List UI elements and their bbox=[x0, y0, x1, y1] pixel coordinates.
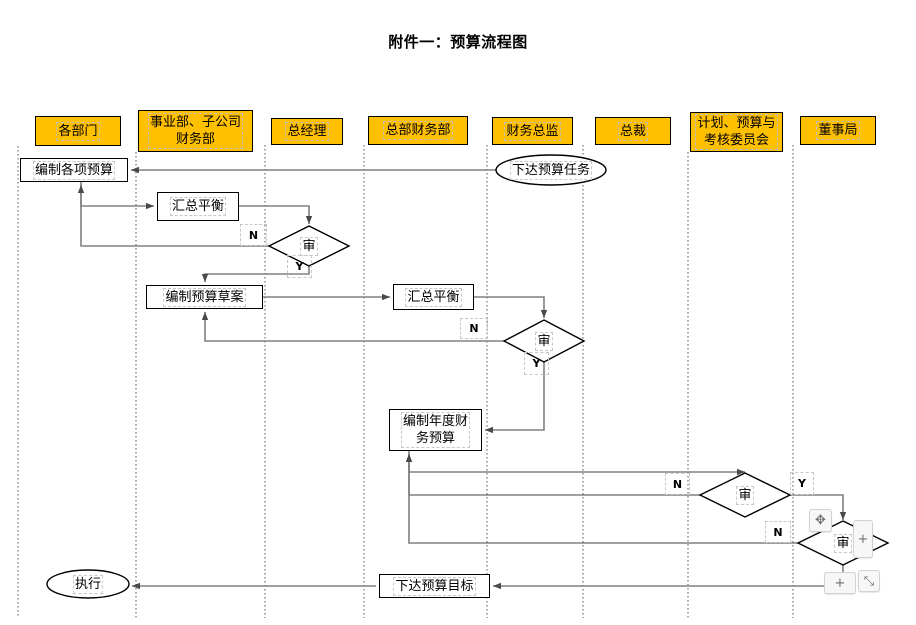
edge-review2-N-feedback bbox=[201, 312, 504, 342]
edge-review1-Y-to-draft bbox=[201, 266, 310, 282]
edge-layer bbox=[77, 166, 847, 590]
node-review-1[interactable] bbox=[267, 225, 351, 267]
add-handle-bottom[interactable]: + bbox=[824, 572, 856, 594]
node-label-draft-budget[interactable]: 编制预算草案 bbox=[146, 285, 263, 309]
node-label-issue-budget-task: 下达预算任务 bbox=[496, 155, 606, 185]
lane-header-7[interactable]: 计划、预算与 考核委员会 bbox=[690, 112, 783, 152]
lane-header-label: 各部门 bbox=[56, 121, 100, 141]
node-text: 编制预算草案 bbox=[163, 287, 246, 307]
branch-label-y-2: Y bbox=[287, 255, 312, 278]
node-label-review-3: 审 bbox=[700, 473, 790, 517]
lane-header-5[interactable]: 财务总监 bbox=[492, 117, 573, 145]
node-execute[interactable] bbox=[46, 569, 130, 599]
lane-header-label: 总裁 bbox=[617, 121, 648, 141]
node-text: 下达预算目标 bbox=[393, 576, 476, 596]
node-text: 审 bbox=[300, 236, 318, 256]
page-title: 附件一：预算流程图 bbox=[388, 33, 528, 51]
lane-header-8[interactable]: 董事局 bbox=[800, 116, 876, 145]
lane-header-6[interactable]: 总裁 bbox=[595, 117, 671, 145]
node-text: 下达预算任务 bbox=[509, 160, 592, 180]
lane-header-4[interactable]: 总部财务部 bbox=[368, 116, 468, 145]
node-label-annual-financial-budget[interactable]: 编制年度财 务预算 bbox=[389, 409, 482, 451]
branch-label-y-4: Y bbox=[524, 352, 549, 375]
branch-label-n-5: N bbox=[665, 473, 690, 495]
lane-header-2[interactable]: 事业部、子公司 财务部 bbox=[138, 110, 253, 152]
resize-handle[interactable]: ⤡ bbox=[858, 570, 880, 592]
edge-review1-N-feedback bbox=[77, 185, 269, 247]
node-text: 汇总平衡 bbox=[405, 287, 462, 307]
lane-dividers bbox=[17, 145, 794, 618]
node-text: 审 bbox=[834, 533, 852, 553]
lane-header-3[interactable]: 总经理 bbox=[271, 118, 343, 145]
lane-header-label: 计划、预算与 考核委员会 bbox=[695, 114, 778, 150]
lane-header-label: 事业部、子公司 财务部 bbox=[147, 113, 243, 149]
node-review-2[interactable] bbox=[502, 319, 586, 363]
node-text: 执行 bbox=[72, 574, 103, 594]
edge-review2-Y-to-annual bbox=[485, 362, 545, 434]
lane-header-1[interactable]: 各部门 bbox=[35, 116, 121, 146]
node-text: 汇总平衡 bbox=[169, 197, 226, 216]
lane-header-label: 财务总监 bbox=[504, 121, 561, 141]
move-handle[interactable]: ✥ bbox=[809, 509, 832, 532]
edge-review3-N-feedback bbox=[405, 454, 700, 496]
node-text: 编制各项预算 bbox=[32, 160, 115, 180]
node-label-execute: 执行 bbox=[47, 570, 129, 598]
branch-label-n-3: N bbox=[460, 318, 488, 339]
node-label-review-2: 审 bbox=[504, 320, 584, 362]
node-label-consolidate-1[interactable]: 汇总平衡 bbox=[157, 192, 239, 221]
shape-layer bbox=[46, 154, 890, 599]
node-text: 编制年度财 务预算 bbox=[400, 412, 470, 448]
branch-label-y-6: Y bbox=[790, 472, 814, 495]
lane-header-label: 总经理 bbox=[285, 122, 329, 141]
edge-annual-to-review3 bbox=[408, 451, 745, 476]
lane-header-label: 董事局 bbox=[816, 121, 860, 140]
node-label-review-4: 审 bbox=[798, 521, 888, 565]
node-text: 审 bbox=[736, 485, 754, 505]
node-text: 审 bbox=[535, 331, 553, 351]
lane-header-label: 总部财务部 bbox=[383, 121, 453, 140]
branch-label-n-1: N bbox=[240, 224, 267, 246]
node-issue-budget-task[interactable] bbox=[495, 154, 607, 186]
node-label-compile-budgets[interactable]: 编制各项预算 bbox=[20, 158, 128, 182]
edge-review3-Y-to-review4 bbox=[790, 494, 847, 520]
edge-consolidate1-to-review1 bbox=[239, 205, 313, 224]
add-handle-right[interactable]: + bbox=[853, 520, 873, 558]
node-label-issue-budget-goal[interactable]: 下达预算目标 bbox=[379, 574, 490, 598]
edge-consolidate2-to-review2 bbox=[474, 296, 548, 318]
node-review-3[interactable] bbox=[698, 472, 792, 518]
edge-review4-to-issue-goal bbox=[493, 565, 844, 590]
node-label-consolidate-2[interactable]: 汇总平衡 bbox=[393, 284, 474, 310]
edge-review4-N-feedback bbox=[405, 454, 798, 544]
branch-label-n-7: N bbox=[765, 521, 791, 543]
edge-compile-to-consolidate1 bbox=[80, 182, 154, 210]
